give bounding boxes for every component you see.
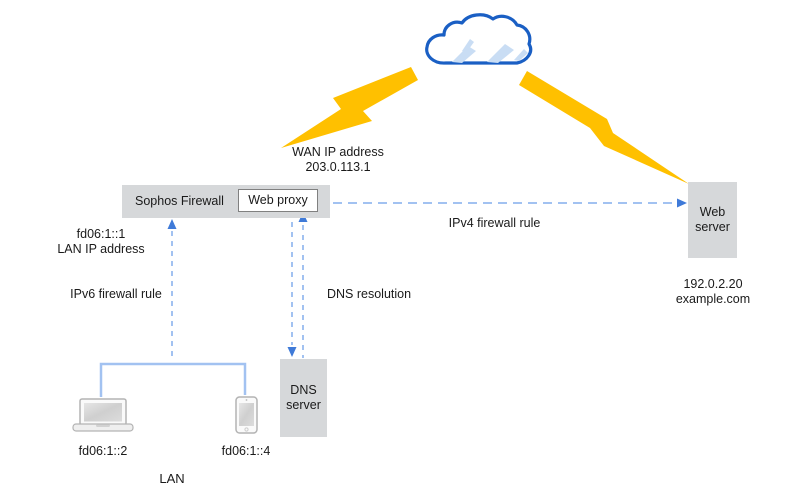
phone-ip-label: fd06:1::4 <box>221 444 271 458</box>
ipv4-rule-label: IPv4 firewall rule <box>448 216 541 230</box>
connector-ipv6-rule <box>167 219 177 356</box>
dns-resolution-label: DNS resolution <box>327 287 412 301</box>
laptop-ip-label: fd06:1::2 <box>78 444 128 458</box>
lightning-bolt-icon <box>281 67 418 148</box>
firewall-label: Sophos Firewall <box>135 194 224 208</box>
arrowhead-icon <box>167 219 177 229</box>
web-server-hostname: example.com <box>675 292 751 306</box>
wan-ip-label: WAN IP address 203.0.113.1 <box>280 145 396 175</box>
connector-dns-query <box>287 212 297 357</box>
lan-ip-label: fd06:1::1 LAN IP address <box>40 227 162 257</box>
web-server-label: Web server <box>695 205 730 234</box>
web-proxy-label: Web proxy <box>248 193 308 207</box>
cloud-icon <box>425 13 533 65</box>
firewall-node: Sophos Firewall Web proxy <box>122 185 330 218</box>
lan-network-label: LAN <box>159 471 185 486</box>
connector-ipv4-rule <box>333 198 687 208</box>
lan-bracket-line <box>99 362 247 397</box>
laptop-icon <box>72 398 134 432</box>
web-server-node: Web server <box>688 182 737 258</box>
web-server-info-label: 192.0.2.20 example.com <box>663 277 763 307</box>
lan-ip-title: LAN IP address <box>57 242 145 256</box>
web-proxy-node: Web proxy <box>238 189 318 212</box>
wan-ip-value: 203.0.113.1 <box>305 160 371 174</box>
smartphone-icon <box>235 396 258 434</box>
connector-dns-response <box>298 212 308 358</box>
wan-ip-title: WAN IP address <box>292 145 384 159</box>
arrowhead-icon <box>287 347 297 357</box>
arrowhead-icon <box>677 198 687 208</box>
lightning-bolt-icon <box>519 71 689 184</box>
dns-server-node: DNS server <box>280 359 327 437</box>
web-server-ip: 192.0.2.20 <box>683 277 743 291</box>
ipv6-rule-label: IPv6 firewall rule <box>70 287 162 301</box>
dns-server-label: DNS server <box>286 383 321 412</box>
lan-ip-value: fd06:1::1 <box>76 227 126 241</box>
